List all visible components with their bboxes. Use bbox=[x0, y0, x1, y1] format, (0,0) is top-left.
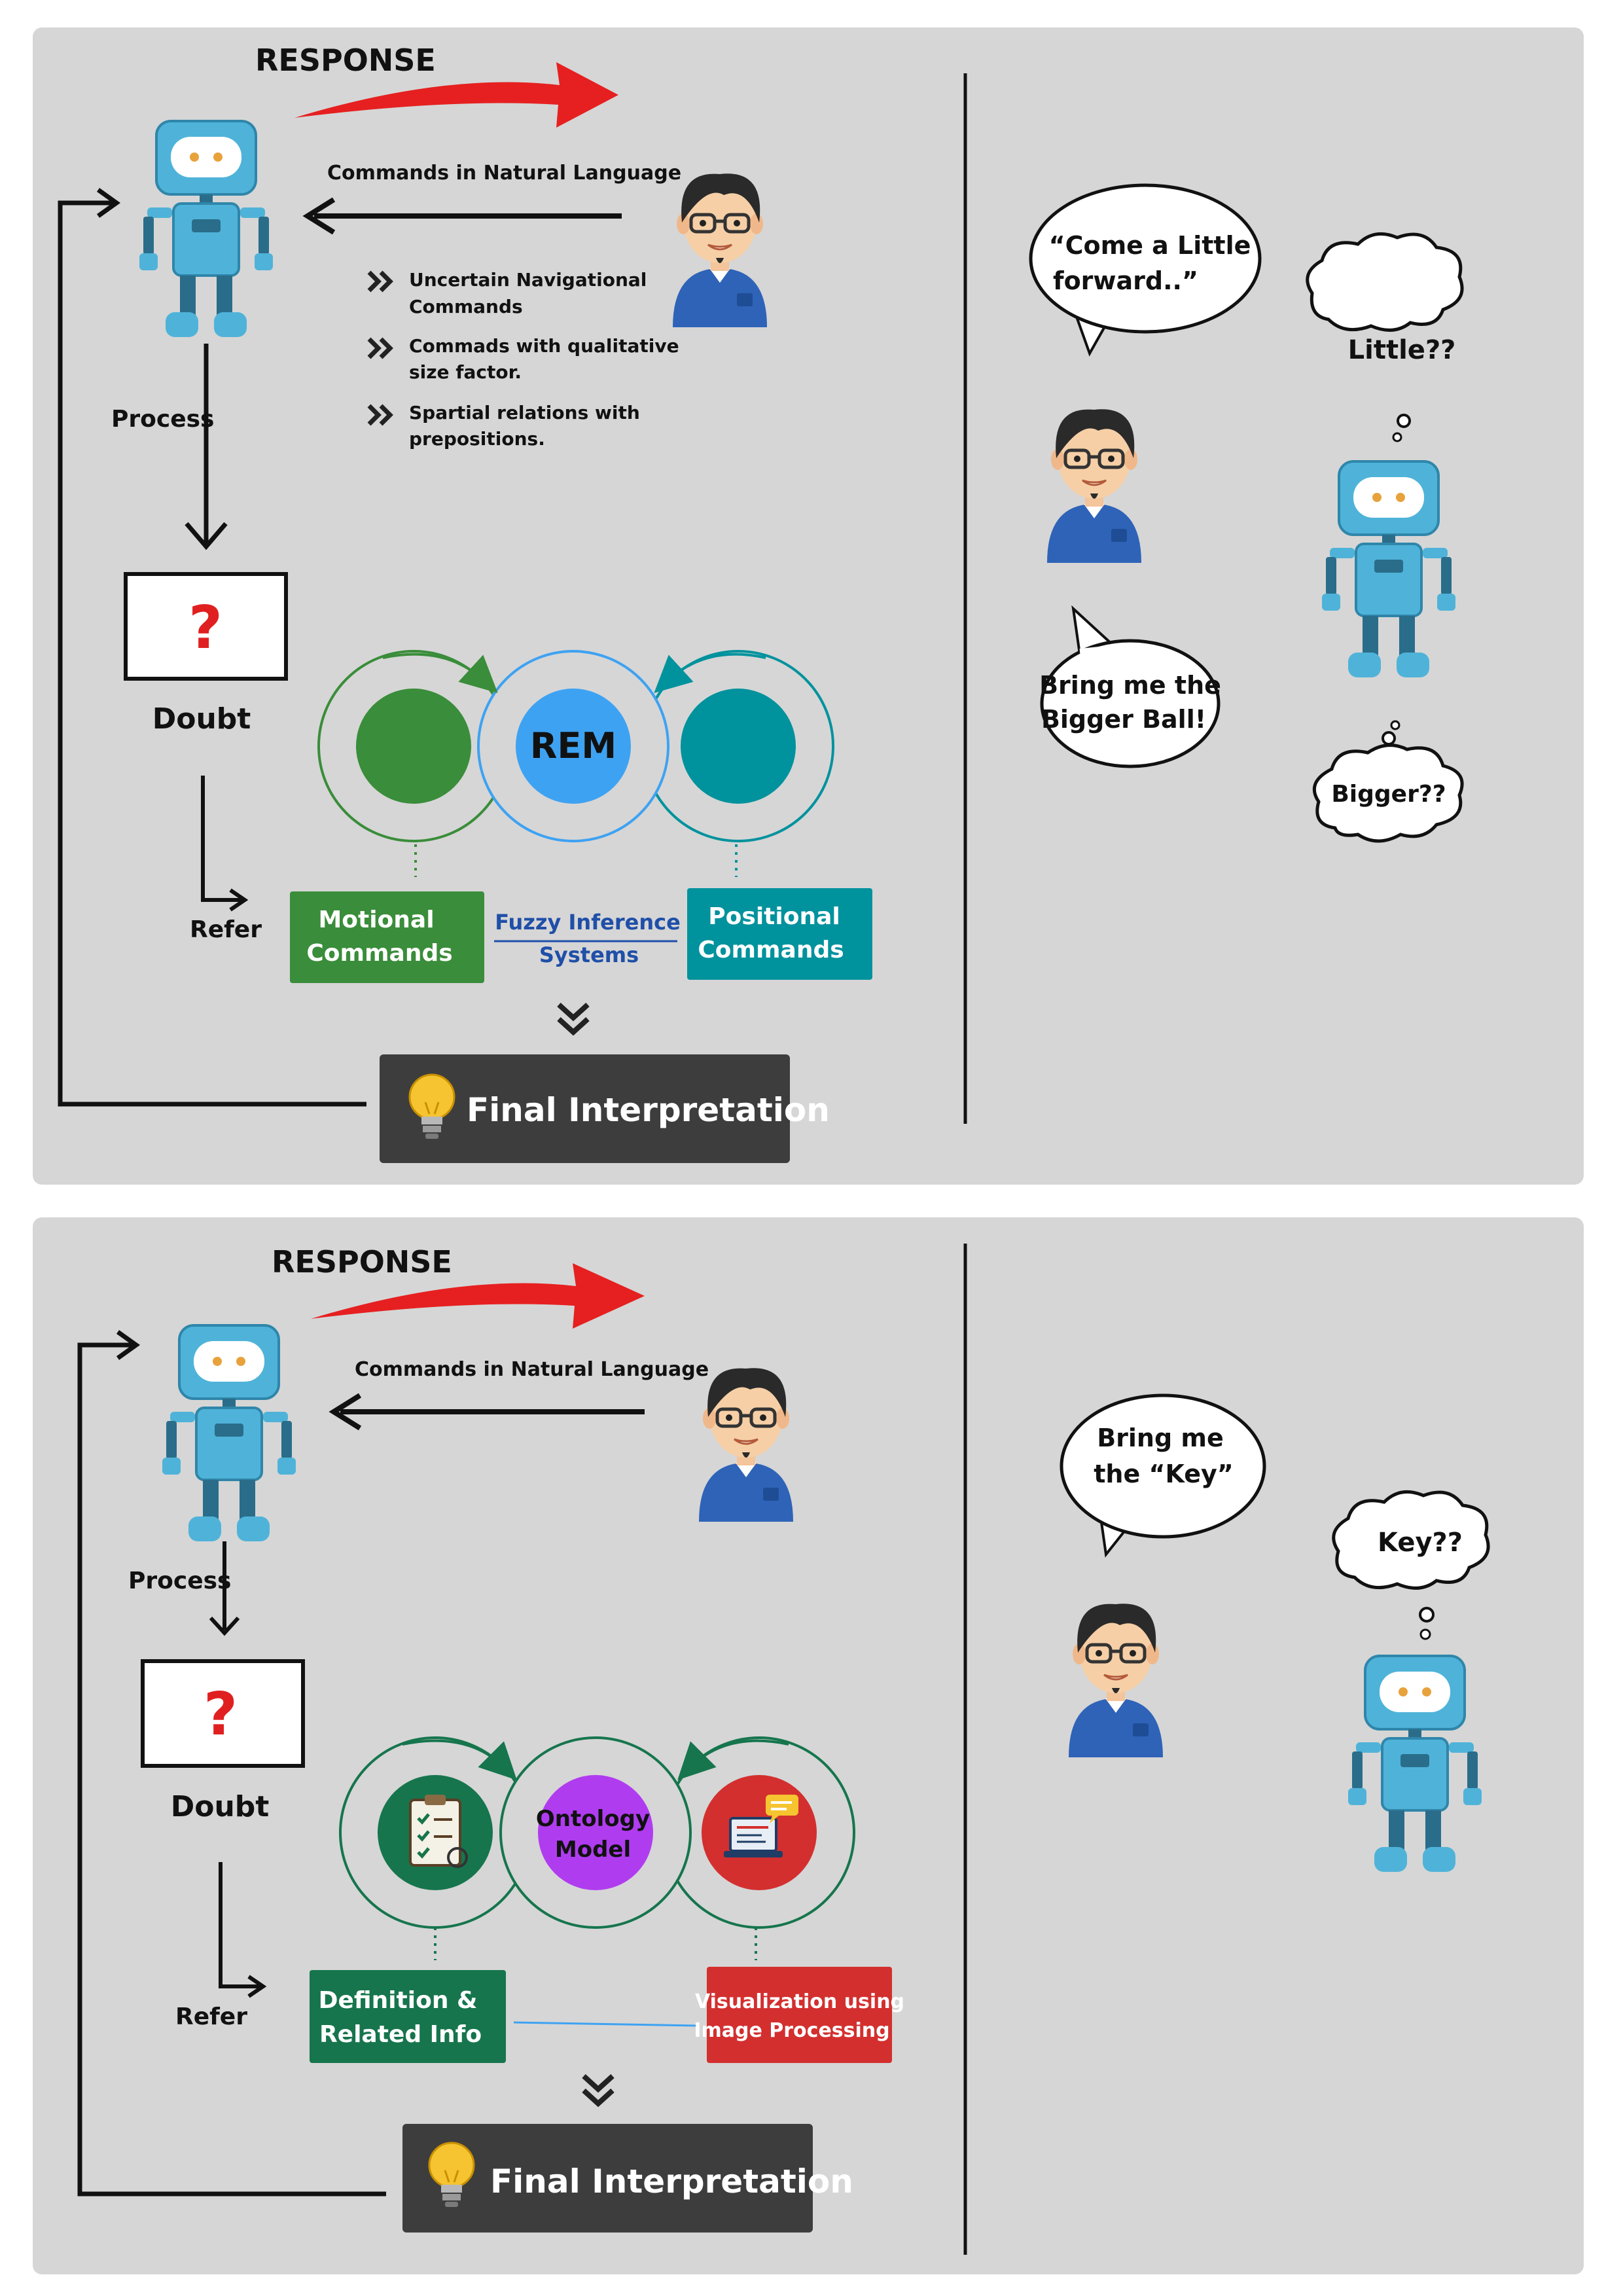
svg-text:forward..”: forward..” bbox=[1053, 266, 1198, 295]
boxes-connector bbox=[513, 2021, 698, 2027]
person-icon bbox=[673, 173, 767, 327]
thought-bubble-bigger: Bigger?? bbox=[1312, 720, 1464, 843]
doubt-box bbox=[141, 1659, 305, 1768]
speech-bubble-bigger-ball: Bring me the Bigger Ball! bbox=[1039, 605, 1221, 768]
final-interpretation-label: Final Interpretation bbox=[467, 1091, 830, 1129]
definition-line-2: Related Info bbox=[319, 2021, 482, 2048]
svg-text:Bigger??: Bigger?? bbox=[1331, 781, 1446, 808]
final-interpretation-box bbox=[380, 1054, 790, 1163]
svg-text:the “Key”: the “Key” bbox=[1094, 1460, 1234, 1488]
process-arrow bbox=[209, 1541, 240, 1636]
final-interpretation-label: Final Interpretation bbox=[490, 2162, 853, 2200]
positional-commands-box bbox=[687, 888, 872, 980]
motional-circle bbox=[356, 689, 471, 804]
person-icon bbox=[699, 1368, 793, 1522]
speech-bubble-bring-key: Bring me the “Key” bbox=[1060, 1393, 1266, 1558]
bullet-1-line-1: Uncertain Navigational bbox=[409, 269, 647, 291]
response-label: RESPONSE bbox=[255, 43, 436, 78]
bullet-list: Uncertain Navigational Commands Commads … bbox=[369, 269, 679, 450]
motional-line-1: Motional bbox=[318, 906, 434, 933]
response-arrow bbox=[311, 1263, 645, 1329]
process-arrow bbox=[185, 344, 228, 550]
robot-icon bbox=[1321, 460, 1457, 679]
svg-text:Key??: Key?? bbox=[1378, 1528, 1463, 1558]
bullet-2-line-2: size factor. bbox=[409, 361, 522, 383]
chevrons-right-icon bbox=[369, 406, 390, 424]
svg-text:Bigger Ball!: Bigger Ball! bbox=[1041, 705, 1206, 734]
ontology-line-1: Ontology bbox=[536, 1806, 650, 1832]
fuzzy-line-2: Systems bbox=[539, 942, 639, 967]
ontology-circle bbox=[538, 1775, 653, 1890]
person-icon bbox=[1047, 409, 1141, 563]
bullet-1-line-2: Commands bbox=[409, 296, 523, 317]
final-interpretation-box bbox=[402, 2124, 813, 2233]
refer-label: Refer bbox=[175, 2003, 247, 2030]
refer-arrow bbox=[201, 776, 249, 912]
question-mark-icon: ? bbox=[204, 1680, 238, 1749]
bullet-2-line-1: Commads with qualitative bbox=[409, 335, 679, 357]
positional-line-1: Positional bbox=[708, 903, 840, 930]
venn-diagram bbox=[317, 650, 834, 877]
definition-line-1: Definition & bbox=[319, 1987, 478, 2014]
doubt-label: Doubt bbox=[171, 1790, 270, 1823]
robot-icon bbox=[138, 120, 274, 338]
process-label: Process bbox=[111, 406, 214, 433]
chevrons-down-icon bbox=[559, 1005, 588, 1032]
thought-bubble-little: Little?? bbox=[1306, 232, 1464, 442]
thought-bubble-key: Key?? bbox=[1332, 1490, 1490, 1640]
ontology-line-2: Model bbox=[555, 1837, 631, 1863]
response-label: RESPONSE bbox=[272, 1244, 452, 1280]
commands-label: Commands in Natural Language bbox=[327, 162, 681, 185]
venn-diagram bbox=[339, 1736, 855, 1960]
positional-line-2: Commands bbox=[698, 937, 844, 963]
rem-circle bbox=[516, 689, 631, 804]
svg-text:Bring me the: Bring me the bbox=[1039, 671, 1221, 700]
svg-text:“Come a Little: “Come a Little bbox=[1049, 231, 1251, 260]
motional-commands-box bbox=[290, 891, 484, 983]
process-label: Process bbox=[128, 1568, 231, 1594]
question-mark-icon: ? bbox=[188, 594, 223, 662]
chevrons-down-icon bbox=[584, 2076, 613, 2104]
rem-label: REM bbox=[530, 725, 616, 766]
fuzzy-line-1: Fuzzy Inference bbox=[495, 910, 681, 935]
feedback-loop-arrow bbox=[77, 1330, 386, 2197]
definition-box bbox=[310, 1970, 506, 2063]
chevrons-right-icon bbox=[369, 339, 390, 357]
commands-arrow bbox=[302, 197, 622, 235]
laptop-chat-icon bbox=[724, 1795, 798, 1857]
visualization-box bbox=[707, 1967, 892, 2063]
robot-icon bbox=[1347, 1655, 1483, 1873]
clipboard-icon bbox=[409, 1795, 468, 1868]
refer-arrow bbox=[219, 1862, 267, 1998]
svg-text:Bring me: Bring me bbox=[1097, 1424, 1224, 1452]
doubt-label: Doubt bbox=[152, 702, 251, 736]
visualization-line-2: Image Processing bbox=[694, 2019, 889, 2042]
positional-circle bbox=[681, 689, 796, 804]
person-icon bbox=[1069, 1604, 1163, 1757]
commands-arrow bbox=[329, 1393, 645, 1431]
svg-text:Little??: Little?? bbox=[1348, 335, 1456, 365]
response-arrow bbox=[294, 62, 618, 128]
doubt-box bbox=[124, 572, 288, 681]
bullet-3-line-2: prepositions. bbox=[409, 428, 545, 450]
motional-line-2: Commands bbox=[306, 940, 452, 967]
feedback-loop-arrow bbox=[58, 188, 366, 1107]
chevrons-right-icon bbox=[369, 272, 390, 291]
commands-label: Commands in Natural Language bbox=[355, 1358, 709, 1381]
visualization-line-1: Visualization using bbox=[695, 1990, 904, 2013]
speech-bubble-come-forward: “Come a Little forward..” bbox=[1029, 183, 1262, 357]
robot-icon bbox=[161, 1324, 297, 1543]
bullet-3-line-1: Spartial relations with bbox=[409, 402, 640, 423]
refer-label: Refer bbox=[190, 916, 262, 943]
